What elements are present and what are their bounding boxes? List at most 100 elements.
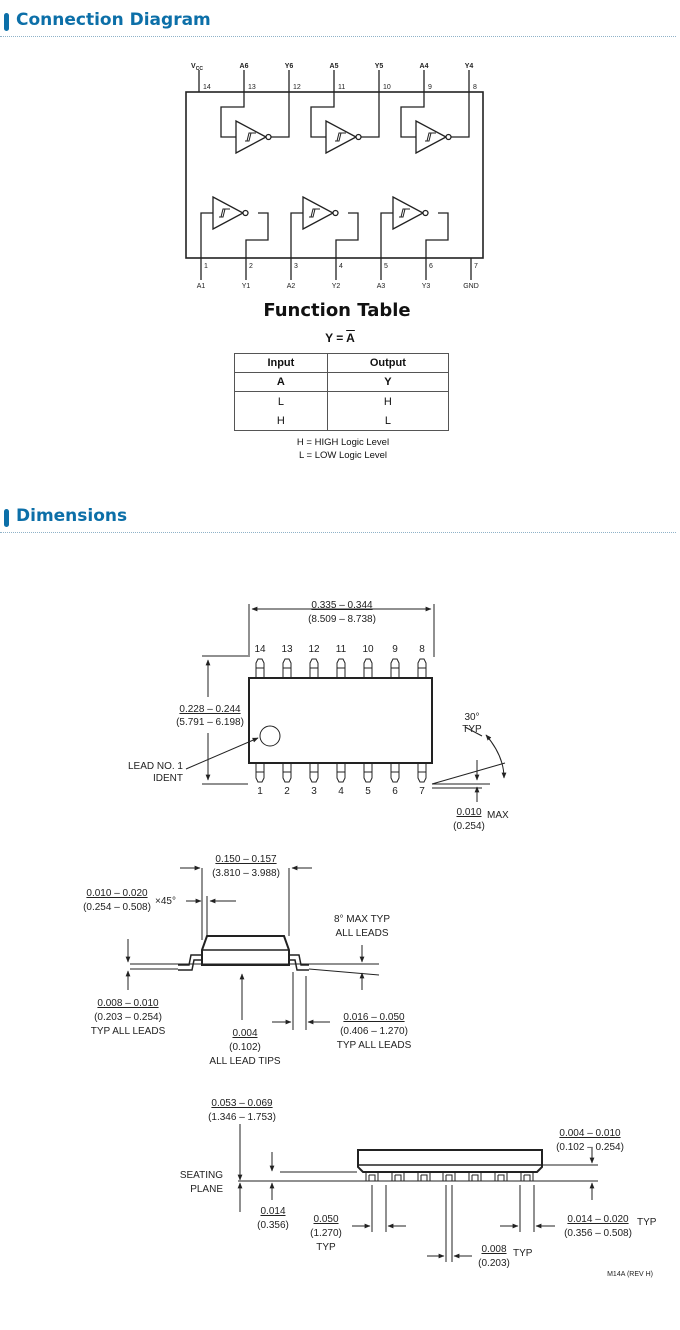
dimension-label: IDENT (153, 773, 183, 784)
dimension-label: 8° MAX TYP (334, 914, 390, 925)
front-view-drawing (237, 1124, 598, 1262)
pin-number: 8 (419, 644, 425, 655)
top-gates (220, 92, 470, 138)
lead (417, 1172, 431, 1182)
dimension-label: 0.053 – 0.069 (211, 1098, 273, 1109)
dimension-label: (1.270) (310, 1228, 342, 1239)
lead (255, 658, 265, 678)
legend-high: H = HIGH Logic Level (296, 437, 390, 448)
revision-label: M14A (REV H) (607, 1271, 653, 1278)
lead (494, 1172, 508, 1182)
lead (468, 1172, 482, 1182)
pin-labels: VCC14A613Y612A511Y510A49Y481A12Y13A24Y25… (191, 63, 479, 290)
dimension-label: PLANE (190, 1184, 223, 1195)
lead (363, 763, 373, 783)
dimension-label: (3.810 – 3.988) (212, 868, 280, 879)
header-input: Input (234, 353, 328, 373)
pin-number: 2 (284, 786, 290, 797)
section-marker (4, 13, 9, 31)
pin-name: A6 (240, 63, 249, 70)
header-output: Output (326, 353, 450, 373)
table-row: L H (234, 391, 450, 411)
pin-number: 7 (419, 786, 425, 797)
ic-body (185, 91, 484, 259)
lead (309, 763, 319, 783)
dimension-label: 0.014 (260, 1206, 285, 1217)
lead (363, 658, 373, 678)
pin-number: 5 (384, 263, 388, 270)
pin-number: 10 (362, 644, 374, 655)
table-cell: L (234, 391, 328, 411)
pin-name: A1 (197, 283, 206, 290)
dimension-label: 0.150 – 0.157 (215, 854, 277, 865)
pin-number: 1 (257, 786, 263, 797)
pin-stubs (198, 70, 472, 280)
symbol-input: A (234, 372, 328, 392)
pin-number: 5 (365, 786, 371, 797)
section-dimensions: Dimensions (0, 503, 680, 533)
dotted-divider (0, 532, 676, 533)
pin-number: 4 (339, 263, 343, 270)
dimension-label: TYP (316, 1242, 336, 1253)
dimension-label: TYP ALL LEADS (337, 1040, 412, 1051)
pin-name: Y2 (332, 283, 341, 290)
pin-name: A5 (330, 63, 339, 70)
pin-number: 6 (429, 263, 433, 270)
pin-number: 13 (248, 84, 256, 91)
pin-name: Y1 (242, 283, 251, 290)
pin-name: Y3 (422, 283, 431, 290)
dimension-label: 0.228 – 0.244 (179, 704, 241, 715)
lead (282, 763, 292, 783)
pin-number: 10 (383, 84, 391, 91)
dimension-label: ALL LEADS (336, 928, 389, 939)
dimension-label: SEATING (180, 1170, 223, 1181)
side-view-drawing (125, 865, 380, 1030)
dimension-label: TYP (513, 1248, 533, 1259)
dimension-label: (1.346 – 1.753) (208, 1112, 276, 1123)
schmitt-buffers (212, 119, 452, 231)
connection-diagram (185, 70, 484, 280)
legend-low: L = LOW Logic Level (298, 450, 388, 461)
pin-number: 1 (204, 263, 208, 270)
pin-number: 6 (392, 786, 398, 797)
hysteresis-symbols (219, 132, 436, 218)
pin-number: 12 (293, 84, 301, 91)
top-view-leads (255, 658, 427, 783)
lead (336, 658, 346, 678)
section-title: Connection Diagram (16, 10, 211, 30)
dimension-label: (0.254) (453, 821, 485, 832)
function-table: Input Output A Y L H H L (234, 353, 450, 431)
dimension-label: 0.335 – 0.344 (311, 600, 373, 611)
table-row: H L (234, 411, 450, 431)
dimension-label: (0.203 – 0.254) (94, 1012, 162, 1023)
pin-number: 14 (254, 644, 266, 655)
dimension-label: 0.010 (456, 807, 481, 818)
pin-number: 4 (338, 786, 344, 797)
lead (417, 658, 427, 678)
pin-number: 12 (308, 644, 320, 655)
dimension-label: (0.102) (229, 1042, 261, 1053)
dimension-label: ALL LEAD TIPS (209, 1056, 280, 1067)
dimension-label: 30° (464, 712, 479, 723)
dimension-label: 0.050 (313, 1214, 338, 1225)
section-marker (4, 509, 9, 527)
pin-name: Y4 (465, 63, 474, 70)
dimension-label: (0.203) (478, 1258, 510, 1269)
dimension-label: TYP (637, 1217, 657, 1228)
pin-number: 3 (311, 786, 317, 797)
dimension-label: 0.016 – 0.050 (343, 1012, 405, 1023)
function-equation: Y = A (300, 331, 380, 345)
equation-lhs: Y = (325, 331, 347, 345)
dimension-label: (0.356) (257, 1220, 289, 1231)
dimension-label: 0.010 – 0.020 (86, 888, 148, 899)
dimension-label: TYP (462, 724, 482, 735)
dimension-label: 0.014 – 0.020 (567, 1214, 629, 1225)
lead (390, 658, 400, 678)
dimension-label: (0.102 – 0.254) (556, 1142, 624, 1153)
pin-number: 11 (336, 644, 347, 655)
dimension-label: (5.791 – 6.198) (176, 717, 244, 728)
pin-name: A3 (377, 283, 386, 290)
pin-number: 7 (474, 263, 478, 270)
